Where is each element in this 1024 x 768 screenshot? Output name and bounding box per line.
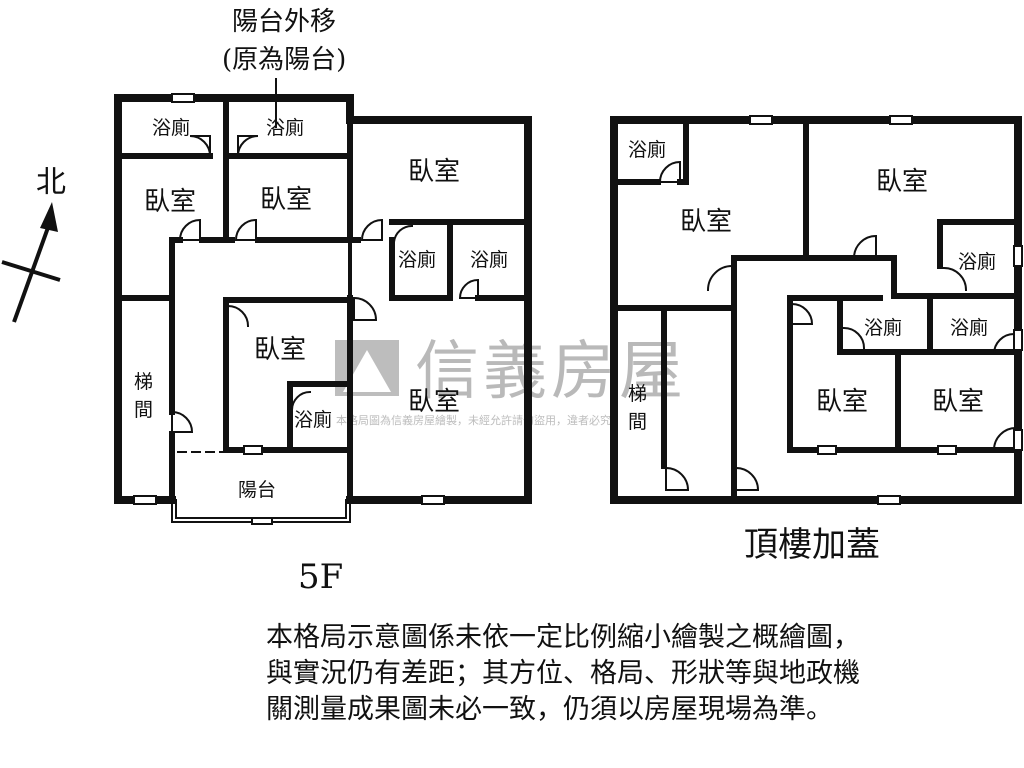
watermark-brand: 信義房屋	[415, 335, 687, 409]
room-stairs-roof-1: 梯	[628, 383, 647, 405]
plan-5f	[114, 93, 532, 525]
labels-5f: 浴廁 浴廁 臥室 臥室 臥室 浴廁 浴廁 臥室 浴廁 臥室 梯 間 陽台	[134, 116, 508, 501]
room-stairs-5f-1: 梯	[134, 371, 153, 393]
room-bed-roof-b: 臥室	[876, 167, 928, 197]
disclaimer-note: 本格局示意圖係未依一定比例縮小繪製之概繪圖，與實況仍有差距；其方位、格局、形狀等…	[266, 622, 860, 725]
room-bed-5f-a: 臥室	[144, 187, 196, 217]
annotation-line-1: 陽台外移	[232, 7, 336, 37]
room-bath-roof-d: 浴廁	[950, 316, 988, 339]
watermark-logo-icon	[335, 340, 399, 396]
room-bath-roof-c: 浴廁	[864, 316, 902, 339]
room-bed-roof-d: 臥室	[932, 387, 984, 417]
plan-rooftop	[610, 115, 1023, 505]
room-stairs-5f-2: 間	[134, 399, 153, 421]
labels-rooftop: 浴廁 臥室 臥室 浴廁 浴廁 浴廁 臥室 臥室 梯 間	[628, 138, 996, 433]
room-stairs-roof-2: 間	[628, 411, 647, 433]
room-bath-5f-c: 浴廁	[398, 248, 436, 271]
room-bath-5f-a: 浴廁	[152, 116, 190, 139]
watermark-notice: 本格局圖為信義房屋繪製，未經允許請勿盜用，違者必究	[336, 413, 611, 427]
room-bed-5f-b: 臥室	[260, 185, 312, 215]
room-bed-5f-right: 臥室	[408, 387, 460, 417]
room-bath-roof-a: 浴廁	[628, 138, 666, 161]
room-bath-5f-b: 浴廁	[266, 116, 304, 139]
room-balcony-5f: 陽台	[238, 479, 276, 501]
north-compass: 北	[1, 165, 66, 323]
room-bed-roof-a: 臥室	[680, 207, 732, 237]
room-bath-5f-d: 浴廁	[470, 248, 508, 271]
room-bath-roof-b: 浴廁	[958, 250, 996, 273]
watermark: 信義房屋 本格局圖為信義房屋繪製，未經允許請勿盜用，違者必究	[335, 335, 687, 427]
caption-5f: 5F	[298, 557, 343, 597]
annotation-line-2: (原為陽台)	[222, 45, 346, 75]
caption-rooftop: 頂樓加蓋	[744, 525, 880, 565]
room-bed-5f-center: 臥室	[254, 335, 306, 365]
compass-label: 北	[36, 165, 66, 200]
room-bath-5f-e: 浴廁	[294, 408, 332, 431]
room-bed-roof-c: 臥室	[816, 387, 868, 417]
room-bed-5f-c: 臥室	[408, 157, 460, 187]
